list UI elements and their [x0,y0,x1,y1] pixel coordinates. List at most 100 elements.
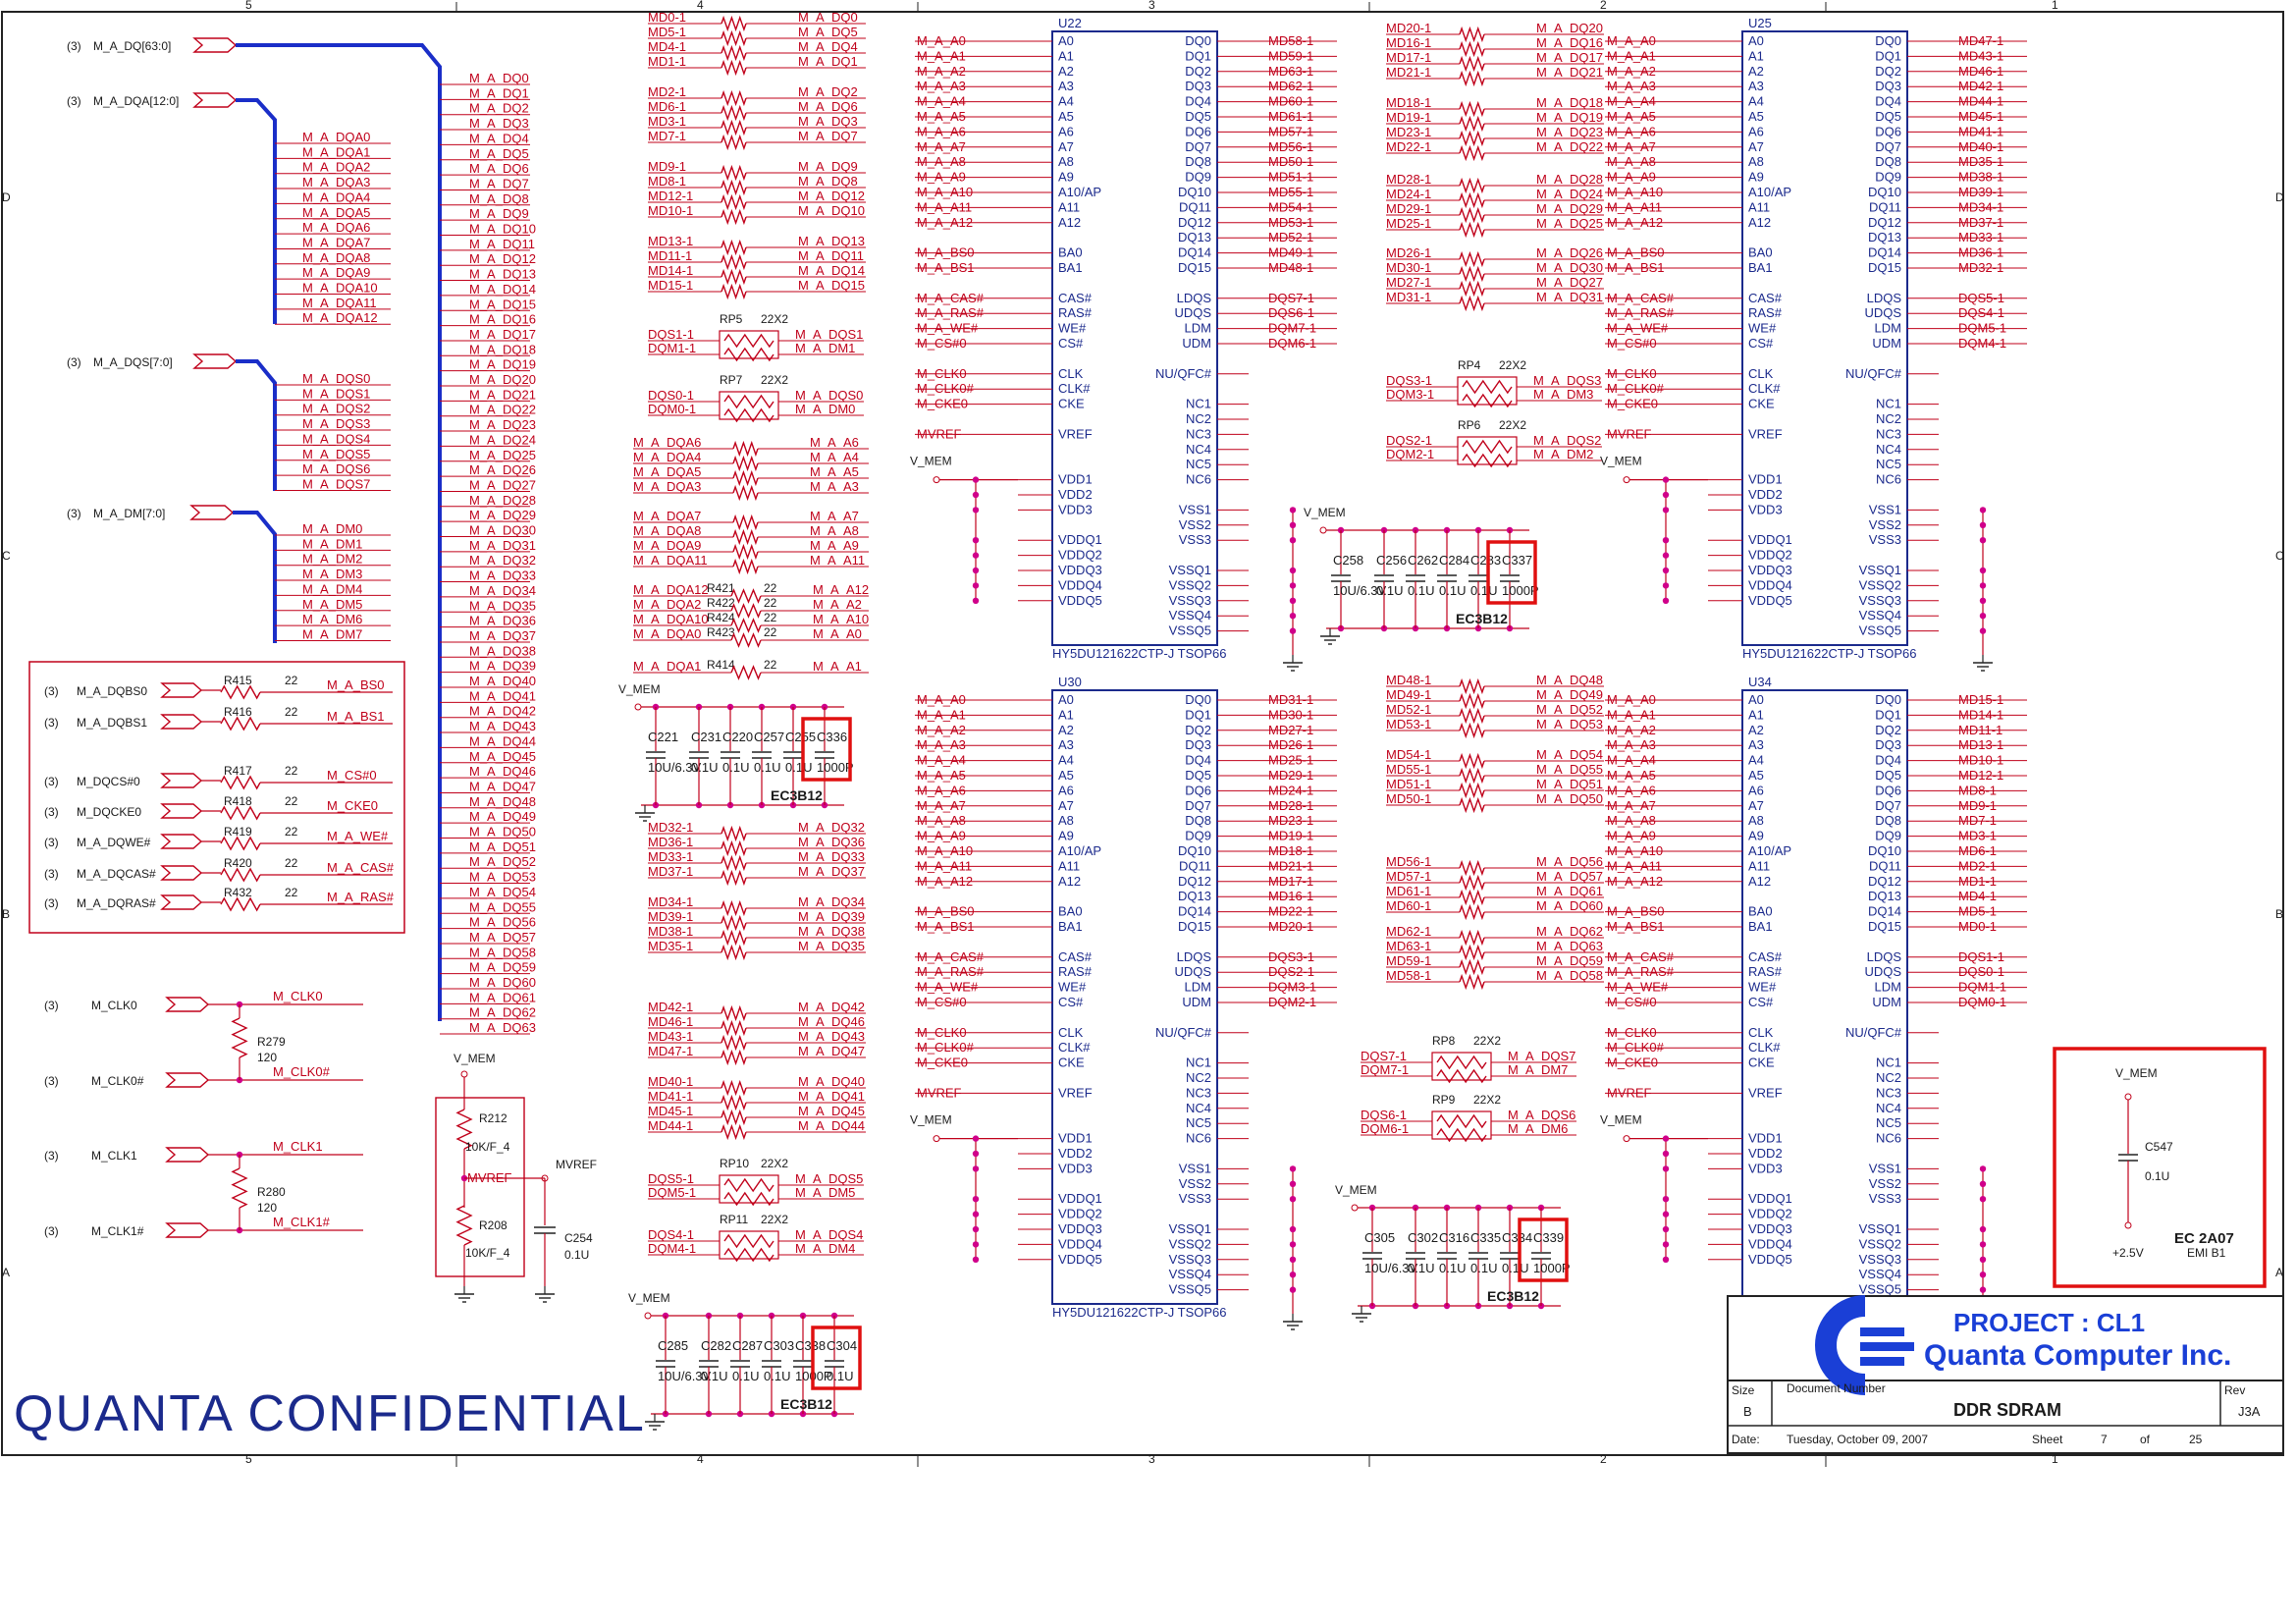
rp-in-net: MD57-1 [1386,869,1431,884]
chip-pin-right: VSSQ5 [1859,1282,1901,1297]
sheet-number: 7 [2101,1433,2108,1446]
rp-in-net: MD8-1 [648,174,686,189]
rp-in-net: DQM4-1 [648,1241,696,1256]
rp-body [1431,1110,1492,1140]
cap-val: 0.1U [1439,1261,1466,1275]
chip-pin-right: DQ7 [1875,798,1901,813]
chip-pin-right: UDQS [1174,964,1211,979]
ctrl-port-ref: (3) [44,775,59,788]
bus-net-label: M_A_DQA7 [302,235,370,249]
rp-element [723,1233,774,1249]
vref-r1-val: 10K/F_4 [465,1140,510,1154]
zone-row-label: B [2,907,10,921]
bus-net-label: M_A_DQ0 [469,71,529,85]
ctrl-res-val: 22 [285,705,298,719]
rp-element [721,1094,747,1111]
chip-pin-right: NC5 [1876,457,1901,471]
rp-out-net: M_A_DQ40 [798,1074,865,1089]
sheet-of-label: of [2140,1433,2151,1446]
rp-in-net: MD13-1 [648,234,693,248]
bus-net-label: M_A_DQ57 [469,930,536,945]
bus-net-label: M_A_DQ17 [469,327,536,342]
chip-pin-right: DQ7 [1185,798,1211,813]
junction-dot [1662,1150,1670,1158]
chip-pin-right: DQ3 [1875,737,1901,752]
junction-dot [972,1135,980,1142]
chip-pin-left: VREF [1058,426,1093,441]
chip-pin-right: NC4 [1876,442,1901,457]
chip-pin-left: VDDQ1 [1748,1191,1792,1206]
rp-element [1459,221,1485,239]
chip-pin-left: A7 [1748,798,1764,813]
ctrl-res-ref: R417 [224,764,252,778]
cap-val: 0.1U [691,760,718,775]
rp-element [1459,70,1485,87]
rp-val: 22X2 [1499,358,1526,372]
chip-pin-left: A8 [1748,154,1764,169]
bus-net-label: M_A_DQ37 [469,628,536,643]
rail-icon [1319,526,1327,534]
highlight-box [1486,540,1537,605]
chip-pin-left: VREF [1748,426,1783,441]
clk-res-ref: R280 [257,1185,286,1199]
rp-in-net: MD20-1 [1386,21,1431,35]
rp-element [721,1049,747,1066]
rp-element [1459,115,1485,133]
rail-icon [634,703,642,711]
rp-out-net: M_A_DQ36 [798,835,865,849]
resistor-pack: MD20-1MD16-1MD17-1MD21-1M_A_DQ20M_A_DQ16… [1386,21,1604,87]
junction-dot [1979,1272,1987,1278]
rp-element [1459,26,1485,43]
ctrl-res [220,867,261,883]
bus-net-label: M_A_DQ27 [469,477,536,492]
chip-pin-left: A5 [1058,768,1074,783]
chip-pin-left: A12 [1058,874,1081,889]
rp-element [721,119,747,136]
bus-net-label: M_A_DQ5 [469,146,529,161]
chip-pin-right: DQ4 [1875,94,1901,109]
rp-in-net: M_A_DQA3 [633,479,701,494]
bus-net-label: M_A_DQ23 [469,417,536,432]
bus-net-label: M_A_DQA3 [302,175,370,189]
bus-net-label: M_A_DQA1 [302,144,370,159]
rp-element [1459,206,1485,224]
chip-pin-right: DQ9 [1185,829,1211,843]
rp-out-net: M_A_DQ16 [1536,35,1603,50]
rp-out-net: M_A_DQ3 [798,114,858,129]
rp-in-net: MD22-1 [1386,139,1431,154]
chip-pin-right: NU/QFC# [1845,1025,1902,1040]
bus-net-label: M_A_DQ41 [469,688,536,703]
cap-group-tag: EC3B12 [1456,611,1508,626]
ctrl-out-net: M_CS#0 [327,768,377,783]
rp-in-net: MD9-1 [648,159,686,174]
vref-out-label: MVREF [556,1158,597,1171]
rp-in-net: MD50-1 [1386,791,1431,806]
quanta-logo-icon [1815,1295,1914,1395]
ground-icon [645,1414,665,1431]
rp-element [721,29,747,47]
port-ref: (3) [67,94,81,108]
bus-net-label: M_A_DQ21 [469,387,536,402]
rp-out-net: M_A_DQ13 [798,234,865,248]
chip-pin-left: VDD2 [1058,487,1093,502]
zone-col-label: 1 [2052,1452,2058,1466]
ar-element [730,603,762,619]
zone-row-label: A [2275,1266,2283,1279]
rp-out-net: M_A_DQ9 [798,159,858,174]
port-icon [160,803,203,819]
zone-row-label: C [2,549,11,563]
rp-out-net: M_A_DQ8 [798,174,858,189]
chip-pin-left: CKE [1058,397,1085,411]
rp-element [1462,439,1513,455]
bus-net-label: M_A_DQA8 [302,250,370,265]
chip-pin-right: DQ12 [1178,215,1211,230]
resistor-pack: MD40-1MD41-1MD45-1MD44-1M_A_DQ40M_A_DQ41… [648,1074,866,1141]
cap-ref: C258 [1333,553,1363,568]
rp-out-net: M_A_DQ49 [1536,687,1603,702]
chip-pin-left: BA0 [1058,245,1083,260]
bus-net-label: M_A_DQS7 [302,476,370,491]
zone-col-label: 2 [1600,1452,1607,1466]
chip-pin-right: DQ0 [1185,33,1211,48]
